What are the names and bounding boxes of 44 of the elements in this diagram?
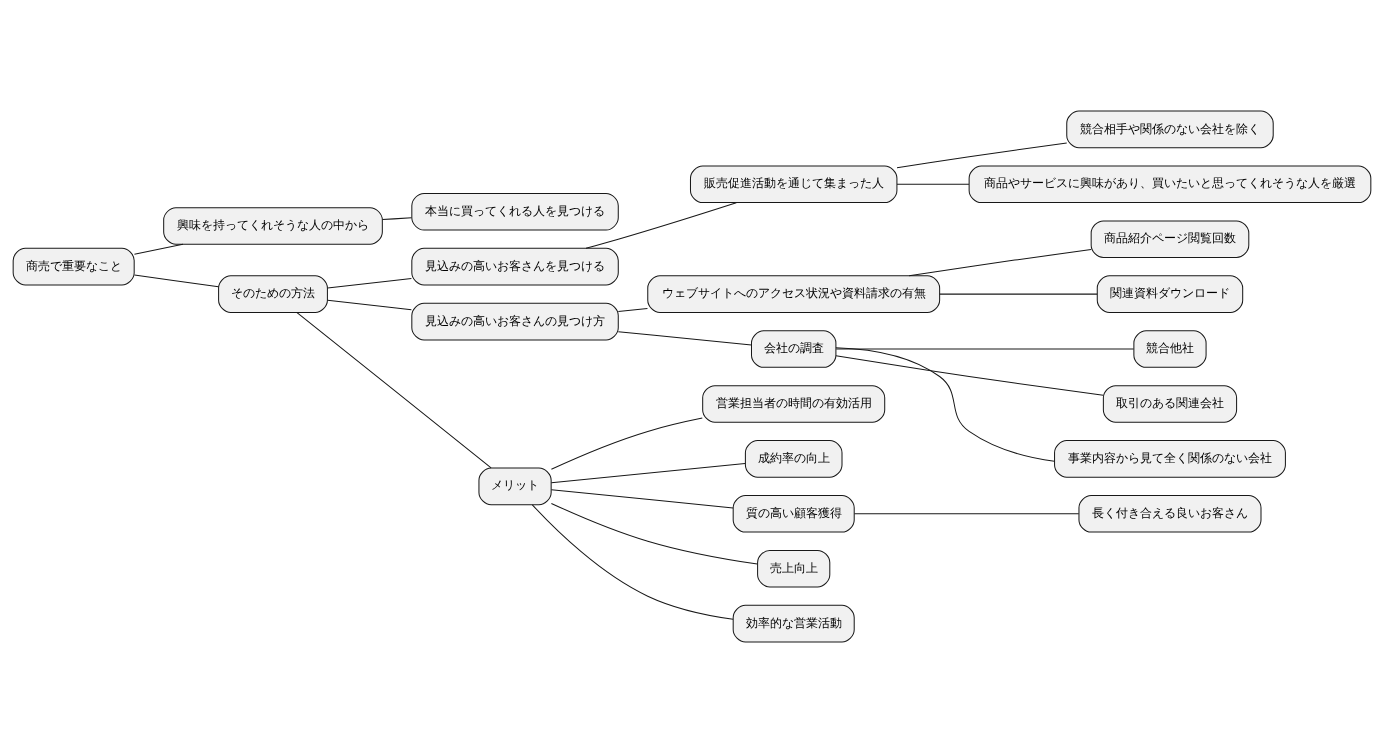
node-box: 関連資料ダウンロード	[1096, 274, 1244, 313]
connector	[853, 512, 1080, 514]
connector	[617, 307, 648, 312]
connector	[381, 216, 413, 220]
connector	[550, 502, 758, 565]
connector	[617, 330, 752, 345]
node-box: 事業内容から見て全く関係のない会社	[1054, 439, 1286, 478]
node-box: 競合他社	[1133, 329, 1207, 368]
connector	[550, 417, 703, 470]
node-box: ウェブサイトへのアクセス状況や資料請求の有無	[647, 274, 941, 313]
connector	[896, 142, 1068, 168]
node-box: 商品やサービスに興味があり、買いたいと思ってくれそうな人を厳選	[968, 164, 1372, 203]
node-box: 競合相手や関係のない会社を除く	[1066, 110, 1274, 148]
connector	[327, 277, 412, 288]
node-box: 売上向上	[757, 549, 831, 588]
connector	[550, 488, 734, 508]
node-box: メリット	[478, 467, 552, 505]
connector	[896, 183, 970, 185]
connector	[835, 346, 1055, 462]
node-box: 効率的な営業活動	[732, 604, 855, 642]
node-box: そのための方法	[218, 274, 328, 313]
connector	[835, 354, 1104, 396]
connector	[327, 299, 412, 310]
connector	[550, 462, 746, 483]
node-box: 興味を持ってくれそうな人の中から	[163, 206, 383, 245]
node-box: 質の高い顧客獲得	[732, 494, 855, 533]
connector	[835, 348, 1135, 350]
node-box: 成約率の向上	[744, 439, 843, 478]
node-box: 本当に買ってくれる人を見つける	[411, 192, 619, 231]
node-box: 営業担当者の時間の有効活用	[702, 384, 886, 423]
connector	[133, 243, 184, 255]
node-box: 販売促進活動を通じて集まった人	[689, 164, 898, 203]
node-box: 見込みの高いお客さんを見つける	[411, 247, 619, 285]
node-box: 見込みの高いお客さんの見つけ方	[411, 302, 619, 340]
node-box: 商売で重要なこと	[12, 247, 135, 285]
connector	[908, 248, 1092, 276]
node-box: 長く付き合える良いお客さん	[1078, 494, 1262, 533]
node-box: 会社の調査	[751, 329, 837, 368]
connector	[531, 503, 734, 620]
connector	[133, 273, 219, 287]
node-box: 商品紹介ページ閲覧回数	[1090, 219, 1250, 258]
node-box: 取引のある関連会社	[1102, 384, 1238, 423]
connector	[296, 311, 492, 468]
connector	[939, 293, 1098, 295]
